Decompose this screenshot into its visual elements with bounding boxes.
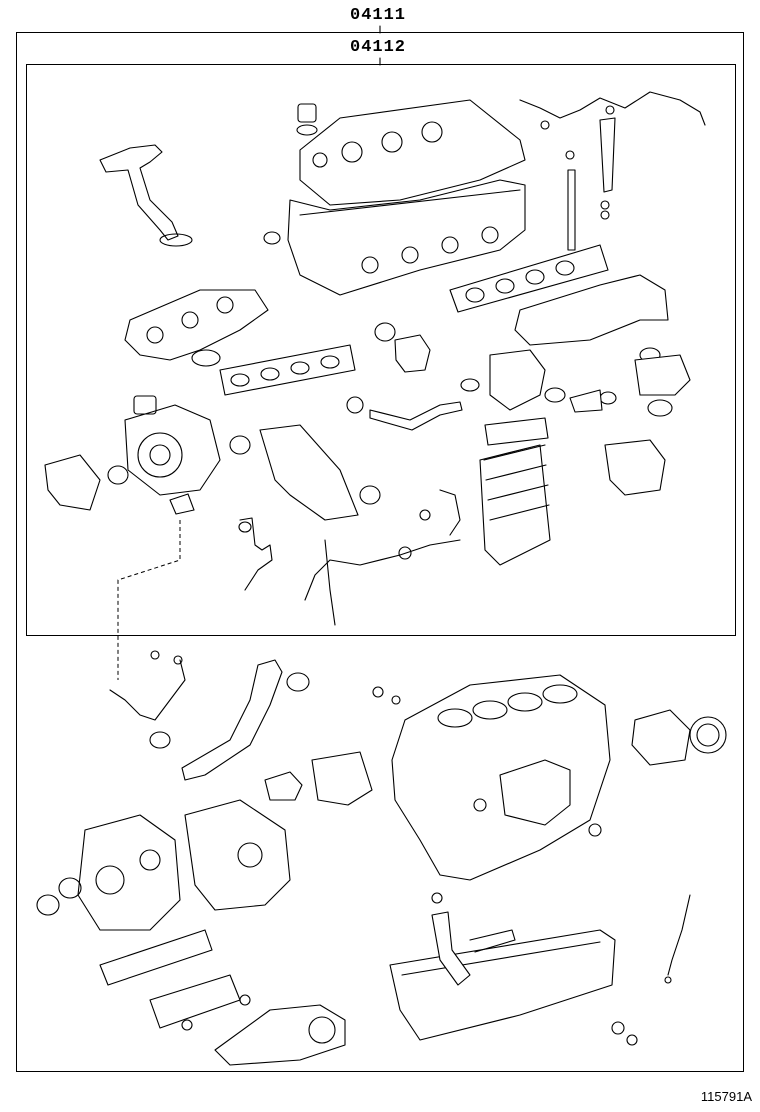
water-inlet-pipe [182, 660, 282, 780]
intake-manifold [515, 275, 668, 345]
egr-pipe-gasket [347, 397, 363, 413]
turbo-oil-pipe [110, 651, 185, 748]
turbo-oil-line [239, 518, 272, 590]
egr-bypass-valve [570, 390, 602, 412]
exhaust-manifold [125, 290, 268, 360]
manifold-flange-gasket [192, 350, 220, 366]
exhaust-pipe-gasket [360, 486, 380, 504]
cylinder-head [264, 180, 525, 295]
intake-elbow [605, 440, 665, 495]
exhaust-manifold-gasket [220, 345, 355, 395]
oil-cooler [150, 975, 240, 1028]
glow-plug-harness [305, 490, 460, 625]
water-pump-cover-gasket [265, 772, 302, 800]
rear-oil-seal-retainer [632, 710, 690, 765]
oil-strainer-bracket [470, 930, 515, 952]
cylinder-head-cover [297, 100, 525, 205]
kit-inner-boundary [26, 64, 736, 636]
timing-case-seal [59, 878, 81, 898]
turbo-inlet-elbow [45, 455, 100, 510]
drain-plug [612, 1022, 624, 1034]
fuel-injection-pump [500, 760, 570, 825]
egr-valve [490, 350, 545, 410]
subassembly-part-number[interactable]: 04112 [350, 38, 407, 57]
egr-cooler-gasket [600, 392, 616, 404]
egr-pipe-end-gasket [461, 379, 479, 391]
oil-cooler-gasket [100, 930, 212, 985]
oil-dipstick-guide [668, 895, 690, 975]
water-outlet [395, 335, 430, 372]
pump-seal [589, 824, 601, 836]
egr-cooler [480, 418, 550, 565]
rear-oil-seal [690, 717, 726, 753]
injector-and-harness [520, 92, 705, 250]
throttle-outlet-gasket [648, 400, 672, 416]
egr-valve-gasket [545, 388, 565, 402]
oil-filter-bracket [215, 1005, 345, 1065]
throttle-body [635, 355, 690, 395]
intake-manifold-gasket [450, 245, 608, 312]
water-inlet-pipe-gasket [287, 673, 309, 691]
timing-gear-case [78, 815, 180, 930]
illustration-reference-code: 115791A [700, 1089, 752, 1104]
water-pump [312, 752, 372, 805]
drain-plug-gasket [627, 1035, 637, 1045]
oil-pan [390, 930, 615, 1040]
water-outlet-gasket [375, 323, 395, 341]
assembly-part-number[interactable]: 04111 [350, 6, 407, 25]
turbo-oil-pipe-reference-line [118, 520, 180, 680]
turbocharger [125, 396, 220, 514]
egr-pipe [370, 402, 462, 430]
front-crankshaft-seal [37, 895, 59, 915]
exhaust-front-pipe [260, 425, 358, 520]
oil-strainer-pipe [100, 145, 192, 246]
oil-strainer [432, 912, 470, 985]
turbo-outlet-gasket [230, 436, 250, 454]
turbo-inlet-gasket [108, 466, 128, 484]
